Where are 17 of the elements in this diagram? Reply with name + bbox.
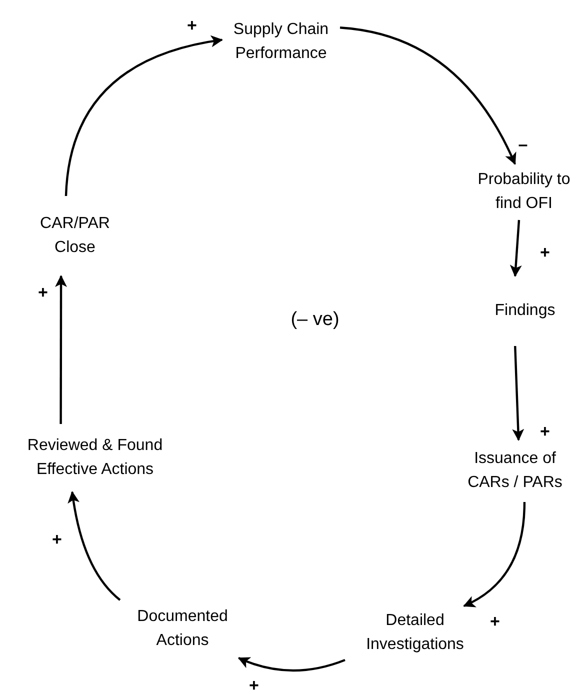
variable-label: Supply Chain Performance bbox=[232, 20, 330, 64]
variable-label: Reviewed & Found Effective Actions bbox=[26, 436, 164, 480]
causal-arrow bbox=[64, 36, 223, 196]
causal-arrow bbox=[238, 656, 346, 672]
variable-label: Documented Actions bbox=[136, 607, 229, 651]
variable-label: CAR/PAR Close bbox=[39, 214, 111, 258]
variable-label: Issuance of CARs / PARs bbox=[466, 449, 564, 493]
causal-arrow bbox=[463, 502, 526, 607]
causal-arrow bbox=[55, 275, 68, 424]
causal-arrow bbox=[68, 491, 121, 601]
causal-arrow bbox=[512, 346, 524, 441]
variable-label: Probability to find OFI bbox=[476, 170, 572, 214]
loop-polarity-label: (– ve) bbox=[290, 309, 340, 331]
causal-arrow bbox=[510, 220, 522, 277]
variable-label: Findings bbox=[494, 301, 556, 321]
causal-arrow bbox=[340, 26, 516, 165]
variable-label: Detailed Investigations bbox=[365, 611, 465, 655]
